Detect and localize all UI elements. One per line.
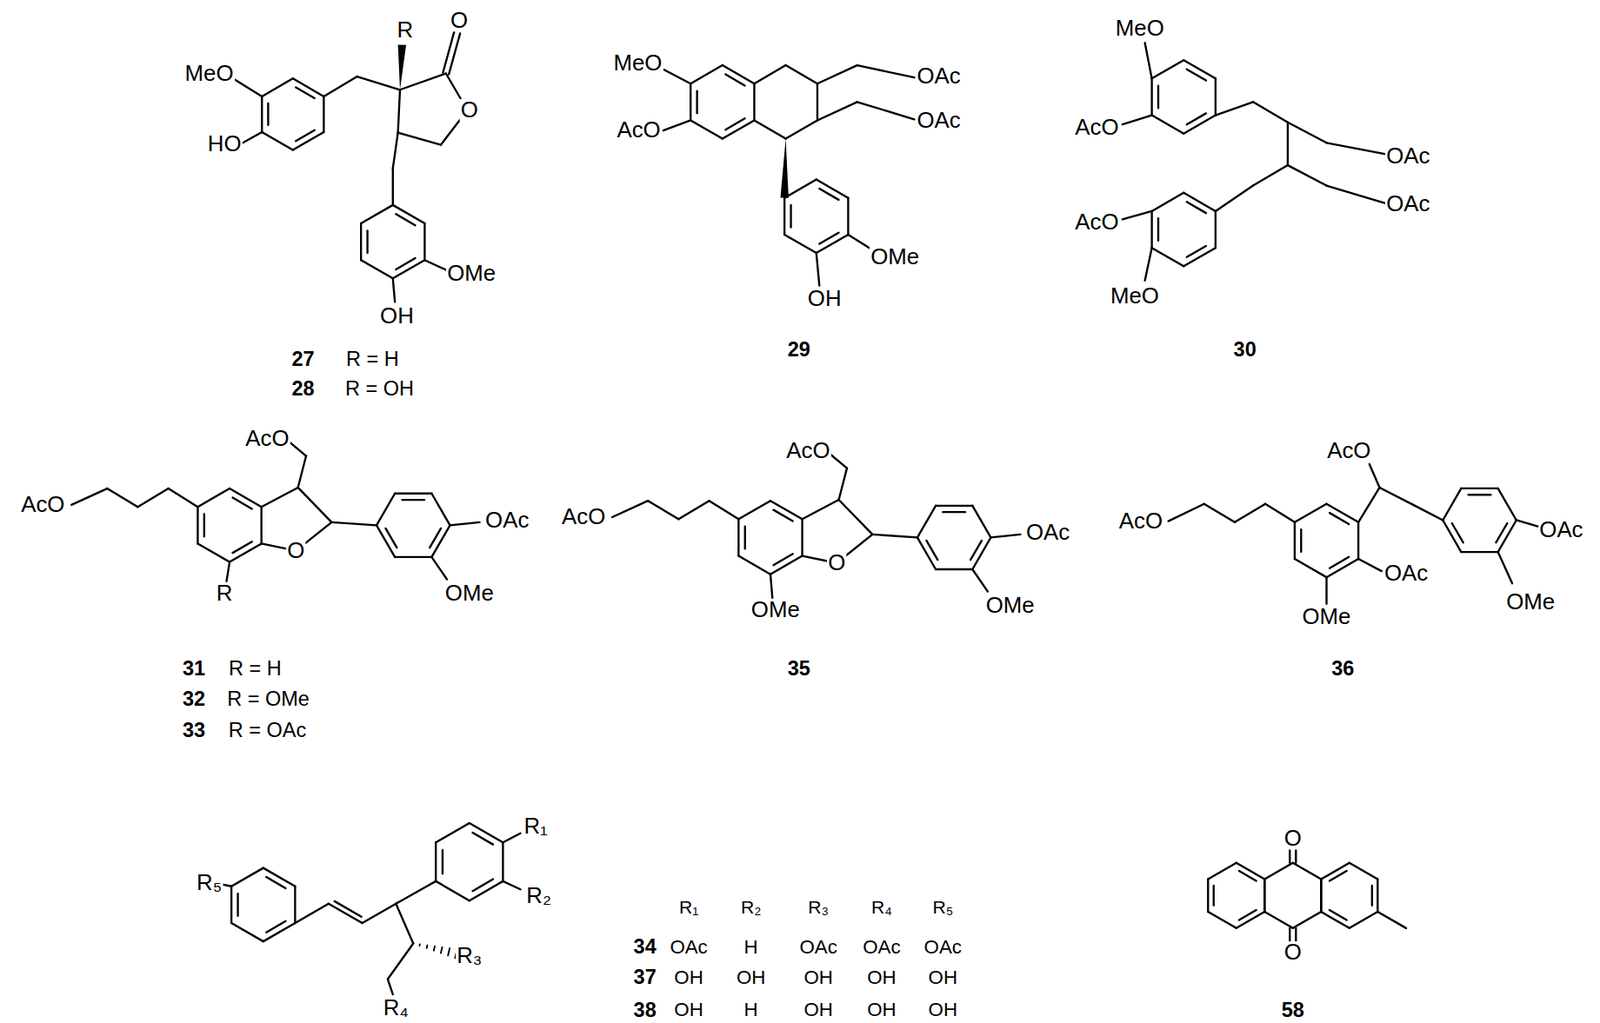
atom-label: OH xyxy=(379,305,415,328)
substituent-note: R = H xyxy=(227,658,283,679)
atom-label: OMe xyxy=(869,246,920,269)
table-cell: OAc xyxy=(922,937,963,957)
compound-number: 33 xyxy=(181,720,207,740)
atom-label: AcO xyxy=(1073,116,1120,140)
table-cell: OH xyxy=(866,1000,898,1020)
atom-label: R₅ xyxy=(195,872,223,895)
atom-label: O xyxy=(826,552,847,575)
atom-label: MeO xyxy=(1114,17,1166,40)
table-cell: H xyxy=(742,937,759,957)
compound-number: 34 xyxy=(632,936,657,957)
atom-label: OAc xyxy=(1385,145,1432,168)
compound-number: 36 xyxy=(1330,658,1355,679)
compound-number: 37 xyxy=(632,966,657,987)
table-cell: OAc xyxy=(861,937,902,957)
atom-label: MeO xyxy=(612,52,663,75)
table-cell: OAc xyxy=(798,937,839,957)
substituent-note: R = OMe xyxy=(226,688,311,709)
table-cell: OAc xyxy=(668,937,709,957)
atom-label: OH xyxy=(806,287,843,311)
atom-label: O xyxy=(1283,941,1303,965)
table-cell: OH xyxy=(735,967,767,987)
atom-label: R₄ xyxy=(382,996,411,1020)
atom-label: O xyxy=(1283,827,1303,851)
compound-number: 58 xyxy=(1280,1000,1306,1020)
table-header: R₄ xyxy=(870,899,894,918)
table-cell: OH xyxy=(673,967,705,987)
atom-label: OAc xyxy=(1538,519,1585,542)
atom-label: AcO xyxy=(244,427,291,451)
atom-label: MeO xyxy=(183,62,234,86)
table-cell: H xyxy=(742,1000,759,1020)
atom-label: R xyxy=(215,582,234,606)
compound-number: 29 xyxy=(786,339,812,360)
substituent-note: R = OAc xyxy=(227,720,308,740)
substituent-note: R = OH xyxy=(344,378,415,399)
substituent-note: R = H xyxy=(345,348,400,369)
atom-label: R₁ xyxy=(522,815,549,839)
atom-label: OMe xyxy=(446,262,497,286)
atom-label: MeO xyxy=(1109,284,1160,307)
atom-label: OMe xyxy=(1300,606,1352,629)
table-cell: OH xyxy=(802,967,834,987)
compound-number: 31 xyxy=(181,658,207,679)
atom-label: O xyxy=(286,540,306,563)
table-cell: OH xyxy=(673,1000,705,1020)
atom-label: AcO xyxy=(20,493,67,517)
atom-label: OMe xyxy=(985,594,1036,618)
atom-label: AcO xyxy=(785,440,832,463)
atom-label: AcO xyxy=(615,119,662,142)
table-cell: OH xyxy=(926,1000,959,1020)
table-header: R₂ xyxy=(740,899,763,918)
atom-label: OAc xyxy=(484,509,531,533)
table-header: R₃ xyxy=(806,899,830,918)
atom-label: AcO xyxy=(1073,211,1120,234)
atom-label: OMe xyxy=(444,582,495,606)
atom-label: AcO xyxy=(1326,440,1373,463)
compound-number: 30 xyxy=(1232,339,1257,360)
atom-label: O xyxy=(460,99,480,122)
compound-number: 32 xyxy=(181,688,207,709)
atom-label: R₂ xyxy=(525,884,553,907)
table-cell: OH xyxy=(926,967,959,987)
atom-label: OAc xyxy=(1385,193,1432,216)
atom-label: O xyxy=(449,9,469,33)
atom-label: OAc xyxy=(915,65,962,88)
atom-label: R xyxy=(395,19,414,42)
table-cell: OH xyxy=(802,1000,834,1020)
compound-number: 38 xyxy=(632,1000,657,1020)
atom-label: HO xyxy=(206,133,243,156)
table-header: R₁ xyxy=(678,899,700,918)
atom-label: AcO xyxy=(1118,510,1165,534)
compound-number: 27 xyxy=(290,348,315,369)
compound-number: 35 xyxy=(786,658,812,679)
compound-number: 28 xyxy=(290,378,315,399)
atom-label: OAc xyxy=(1383,562,1430,586)
table-cell: OH xyxy=(866,967,898,987)
table-header: R₅ xyxy=(931,899,954,918)
atom-label: OAc xyxy=(1025,521,1072,545)
atom-label: AcO xyxy=(560,506,607,529)
atom-label: OMe xyxy=(750,599,801,622)
atom-label: R₃ xyxy=(455,945,484,968)
atom-label: OAc xyxy=(915,109,962,133)
atom-label: OMe xyxy=(1505,590,1556,614)
